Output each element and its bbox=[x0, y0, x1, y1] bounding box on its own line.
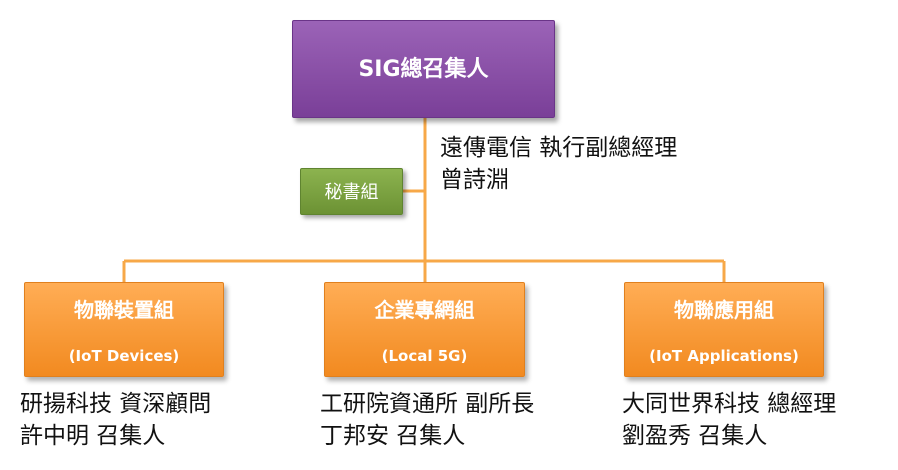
group-name: 企業專網組 bbox=[374, 298, 475, 322]
group-subtitle: (Local 5G) bbox=[381, 347, 468, 365]
top-node: SIG總召集人 bbox=[292, 20, 555, 118]
group-lead-caption-applications: 大同世界科技 總經理 劉盈秀 召集人 bbox=[622, 388, 836, 452]
group-lead-caption-devices: 研揚科技 資深顧問 許中明 召集人 bbox=[20, 388, 211, 452]
group-lead-caption-local5g: 工研院資通所 副所長 丁邦安 召集人 bbox=[320, 388, 534, 452]
group-subtitle: (IoT Applications) bbox=[649, 347, 799, 365]
group-lead-title: 研揚科技 資深顧問 bbox=[20, 391, 212, 417]
group-name: 物聯裝置組 bbox=[74, 298, 174, 322]
group-lead-name: 劉盈秀 召集人 bbox=[622, 423, 768, 449]
group-subtitle: (IoT Devices) bbox=[68, 347, 180, 365]
group-name: 物聯應用組 bbox=[674, 298, 774, 322]
group-node-local5g: 企業專網組 (Local 5G) bbox=[324, 282, 525, 377]
group-lead-name: 許中明 召集人 bbox=[20, 423, 166, 449]
top-node-label: SIG總召集人 bbox=[358, 57, 489, 82]
group-lead-title: 大同世界科技 總經理 bbox=[622, 391, 837, 417]
leader-name: 曾詩淵 bbox=[440, 167, 509, 193]
secretary-node-label: 秘書組 bbox=[324, 182, 379, 203]
group-node-devices: 物聯裝置組 (IoT Devices) bbox=[24, 282, 224, 377]
group-node-applications: 物聯應用組 (IoT Applications) bbox=[624, 282, 824, 377]
group-lead-name: 丁邦安 召集人 bbox=[320, 423, 466, 449]
group-lead-title: 工研院資通所 副所長 bbox=[320, 391, 535, 417]
secretary-node: 秘書組 bbox=[300, 168, 403, 215]
leader-title: 遠傳電信 執行副總經理 bbox=[440, 135, 678, 161]
leader-caption: 遠傳電信 執行副總經理 曾詩淵 bbox=[440, 132, 677, 196]
